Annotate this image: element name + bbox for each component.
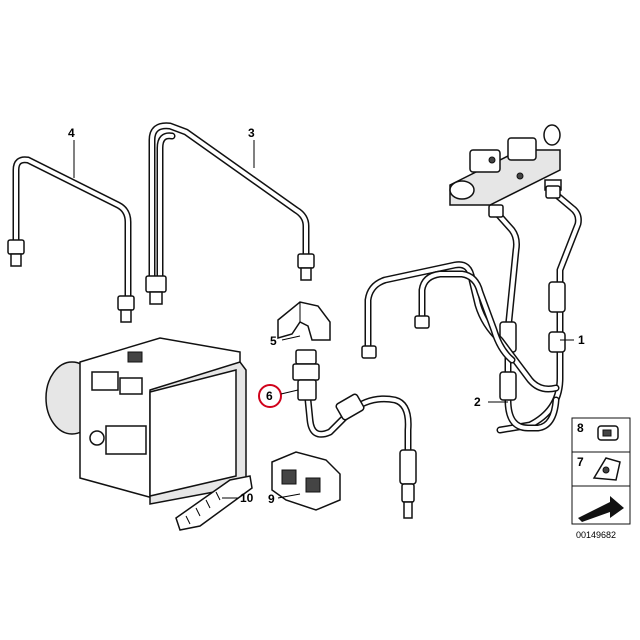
clip-10 [175,475,253,531]
callout-label-10: 10 [240,491,254,505]
highlight-ring [258,384,282,408]
callout-label-9: 9 [268,492,275,506]
callout-3: 3 [248,126,255,168]
callout-label-7: 7 [577,455,584,469]
callout-2: 2 [474,395,508,409]
legend-arrow-box [571,485,631,525]
bracket-5 [277,301,331,341]
callout-10: 10 [222,491,254,505]
callout-5: 5 [270,334,301,348]
brake-pipe-middle [361,261,560,393]
legend-item-7: 7 [571,451,631,487]
master-cylinder [449,124,562,206]
callout-label-1: 1 [578,333,585,347]
callout-label-2: 2 [474,395,481,409]
brake-pipe-4 [7,156,135,323]
clamp-9 [271,451,341,511]
callout-label-4: 4 [68,126,75,140]
callout-4: 4 [68,126,75,178]
legend-item-8: 8 [571,417,631,453]
callout-1: 1 [560,333,585,347]
callout-6: 6 [258,384,299,408]
brake-pipe-3 [145,122,315,305]
brake-pipe-2 [488,204,560,432]
brake-pipe-1 [496,185,582,434]
callout-label-8: 8 [577,421,584,435]
diagram-code: 00149682 [576,530,616,540]
abs-hydraulic-unit [45,337,247,505]
brake-hose-6 [292,349,417,519]
callout-label-6: 6 [266,389,273,403]
callout-9: 9 [268,492,301,506]
callout-label-3: 3 [248,126,255,140]
callout-label-5: 5 [270,334,277,348]
